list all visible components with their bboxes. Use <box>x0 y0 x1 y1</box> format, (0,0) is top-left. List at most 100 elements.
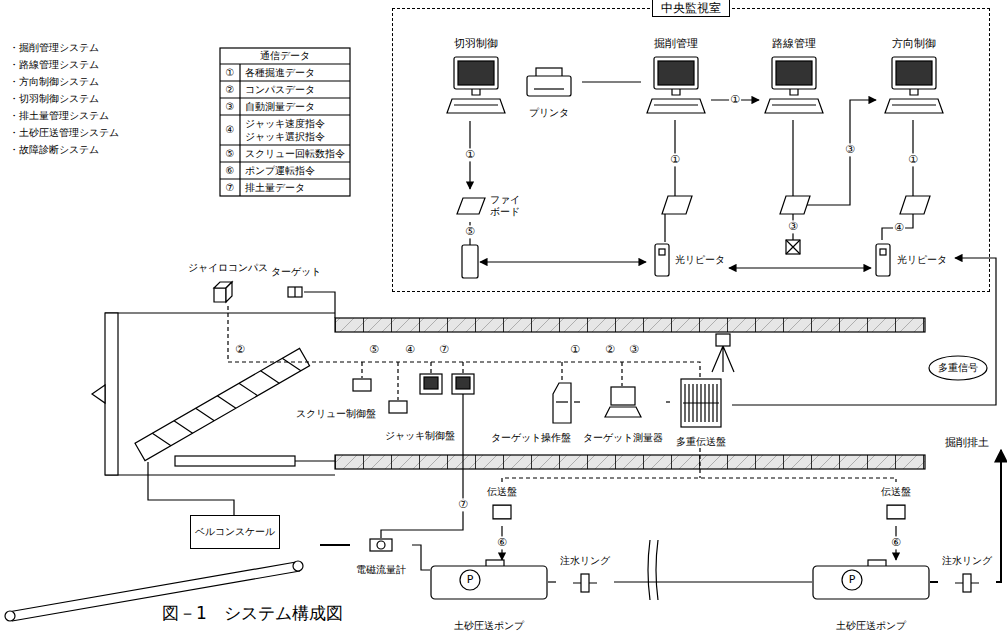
converter-cross <box>786 240 800 254</box>
text-label: ・掘削管理システム <box>8 42 100 54</box>
break-mark <box>648 540 658 600</box>
callout-number: ⑥ <box>225 165 236 177</box>
wire <box>381 394 463 538</box>
node-text: スクリュー制御盤 <box>296 408 376 420</box>
node-text: 多重信号 <box>938 362 978 374</box>
monitor-screen <box>456 377 470 389</box>
shield-shell <box>105 313 335 475</box>
callout-number: ④ <box>893 221 905 234</box>
text-label: ポンプ運転指令 <box>244 165 316 177</box>
connector <box>729 267 871 268</box>
callout-number: ③ <box>787 220 799 233</box>
callout-number: ② <box>604 343 616 356</box>
repeater-icon <box>653 243 671 277</box>
text-label: ・切羽制御システム <box>8 93 100 105</box>
callout-number: ⑤ <box>464 225 476 238</box>
text-label: 各種掘進データ <box>244 67 316 79</box>
pc-icon <box>884 55 944 117</box>
connector <box>501 526 502 560</box>
node-text: 注水リング <box>560 555 610 567</box>
target-icon <box>287 286 303 298</box>
monitor-screen <box>424 377 438 389</box>
node-text: 光リピータ <box>897 254 947 266</box>
gyro-compass: ジャイロコンパス <box>186 262 270 310</box>
board-symbol <box>780 196 810 214</box>
text-label: ・路線管理システム <box>8 59 100 71</box>
table-grid <box>220 64 350 196</box>
repeater: 光リピータ <box>871 239 955 281</box>
board-symbol <box>900 196 930 214</box>
connector <box>548 581 556 582</box>
callout-number: ② <box>225 84 236 96</box>
target: ターゲット <box>269 266 323 304</box>
callout-number: ③ <box>225 101 236 113</box>
board-icon <box>456 197 486 215</box>
monitor-symbol <box>452 374 474 394</box>
callout-number: ④ <box>225 124 236 136</box>
ring-icon <box>573 573 597 593</box>
survey-device: ターゲット測量器 <box>580 386 666 444</box>
computer: 路線管理 <box>759 37 829 121</box>
computer: 掘削管理 <box>641 37 711 121</box>
slurry-pump: 土砂圧送ポンプ <box>430 560 548 632</box>
multiplex-line <box>228 306 700 400</box>
callout-number: ① <box>669 153 681 166</box>
cutter-nose <box>92 385 105 403</box>
text-label: ・方向制御システム <box>8 76 100 88</box>
callout-number: ⑦ <box>225 182 236 194</box>
printer: プリンタ <box>516 65 582 119</box>
wire <box>148 462 234 515</box>
pipe <box>320 544 350 546</box>
callout-number: ⑦ <box>457 498 469 511</box>
pc-icon <box>764 55 824 117</box>
flow-meter: 電磁流量計 <box>350 538 412 576</box>
screw-conveyor <box>135 348 310 460</box>
connector <box>574 401 580 402</box>
connector <box>895 526 896 560</box>
monitor-symbol <box>420 374 442 394</box>
shield-jack <box>175 456 295 466</box>
connector <box>666 401 670 402</box>
connector <box>732 258 996 405</box>
caption: 図－1 システム構成図 <box>160 603 345 623</box>
box-icon <box>388 400 408 414</box>
node-text: ジャッキ制御盤 <box>385 430 455 442</box>
text-label: ・排土量管理システム <box>8 110 110 122</box>
callout-number: ⑦ <box>438 343 450 356</box>
wire <box>882 120 913 240</box>
node-text: 土砂圧送ポンプ <box>454 620 524 632</box>
node-text: 切羽制御 <box>454 37 498 50</box>
cutter-face <box>105 313 118 475</box>
text-label: 通信データ <box>259 50 311 62</box>
water-ring: 注水リング <box>556 555 614 595</box>
node-text: 路線管理 <box>772 37 816 50</box>
fiber-link <box>480 261 646 262</box>
text-label: スクリュー回転数指令 <box>244 148 346 160</box>
belt-conveyor <box>8 562 300 621</box>
node-text: 中央監視室 <box>652 0 730 17</box>
text-label: 自動測量データ <box>244 101 316 113</box>
node-text: 方向制御 <box>892 37 936 50</box>
connector <box>469 121 470 189</box>
text-label: ・土砂圧送管理システム <box>8 127 120 139</box>
node-text: 電磁流量計 <box>356 564 406 576</box>
transmission-panel: 伝送盤 <box>478 486 526 526</box>
repeater-symbol <box>462 245 478 278</box>
wire <box>792 120 793 240</box>
wire <box>304 292 335 318</box>
meter-icon <box>369 538 393 552</box>
node-text: ターゲット <box>271 266 321 278</box>
operation-panel: ターゲット操作盤 <box>488 382 574 444</box>
wire <box>807 100 876 205</box>
text-label: コンパスデータ <box>244 84 316 96</box>
connector <box>711 99 759 100</box>
node-text: 伝送盤 <box>881 486 911 498</box>
table-frame <box>220 48 350 196</box>
pump-icon <box>430 560 548 600</box>
node-text: ジャイロコンパス <box>188 262 268 274</box>
pump-icon <box>812 560 930 600</box>
text-label: ・故障診断システム <box>8 144 100 156</box>
